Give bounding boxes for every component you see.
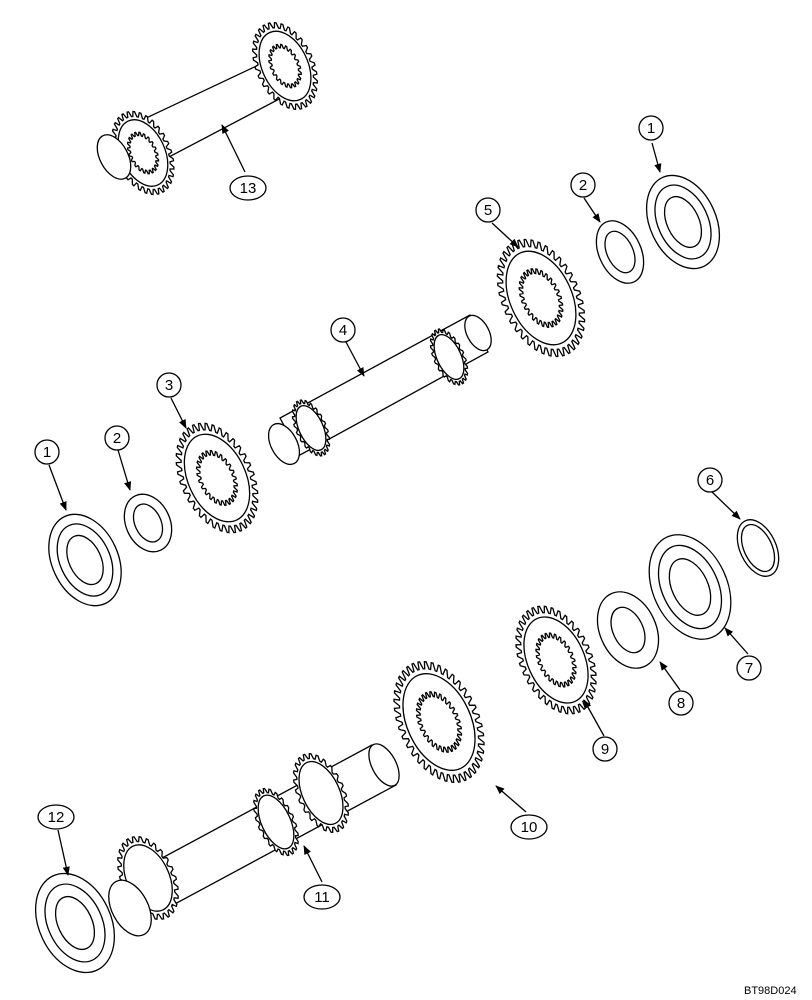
callout-7: 7 [736,655,762,681]
bearing-part-1-lower [48,513,122,607]
drawing-code: BT98D024 [744,985,797,997]
callout-1-upper: 1 [638,115,664,141]
callout-13-label: 13 [240,180,257,197]
thrust-washer-part-2-upper [595,220,645,284]
main-shaft-front-gear [291,399,331,457]
snap-ring-part-6 [736,519,780,577]
callout-8-label: 8 [677,695,685,712]
callout-9: 9 [592,736,618,762]
callout-4: 4 [330,317,356,343]
output-shaft-splined-gear [292,753,350,833]
bearing-part-12 [35,872,115,974]
main-shaft-rear-gear [429,328,469,386]
callout-6-label: 6 [706,472,714,489]
callout-7-label: 7 [745,660,753,677]
countershaft-assembly [96,21,318,196]
gear-part-5 [496,238,586,358]
main-shaft [267,314,492,466]
gear-part-3 [175,422,259,534]
bearing-part-1-upper [645,174,721,270]
callout-2-upper: 2 [570,172,596,198]
callout-5-label: 5 [484,202,492,219]
callout-3: 3 [156,372,182,398]
bearing-part-7 [648,534,732,640]
callout-4-label: 4 [339,322,347,339]
callout-8: 8 [668,690,694,716]
countershaft-rear-gear [252,21,318,111]
callout-1-lower: 1 [34,439,60,465]
callout-12: 12 [37,804,75,830]
callout-13: 13 [229,175,267,201]
callout-3-label: 3 [165,377,173,394]
callout-2-lower: 2 [104,425,130,451]
callout-2-lower-label: 2 [113,430,121,447]
output-shaft-bevel-gear [253,787,299,857]
callout-11: 11 [303,884,341,910]
callout-9-label: 9 [601,741,609,758]
callout-10: 10 [510,814,548,840]
callout-5: 5 [475,197,501,223]
callout-1-lower-label: 1 [43,444,51,461]
callout-11-label: 11 [314,889,330,906]
callout-12-label: 12 [48,809,65,826]
thrust-washer-part-2-lower [123,493,173,553]
callout-1-upper-label: 1 [647,120,655,137]
gear-part-10 [393,661,485,783]
gear-part-9 [515,605,597,715]
leader-lines [48,124,749,883]
callout-2-upper-label: 2 [579,177,587,194]
callout-10-label: 10 [521,819,538,836]
spacer-part-8 [596,591,660,669]
callout-6: 6 [697,467,723,493]
output-shaft-part-11 [108,743,400,937]
